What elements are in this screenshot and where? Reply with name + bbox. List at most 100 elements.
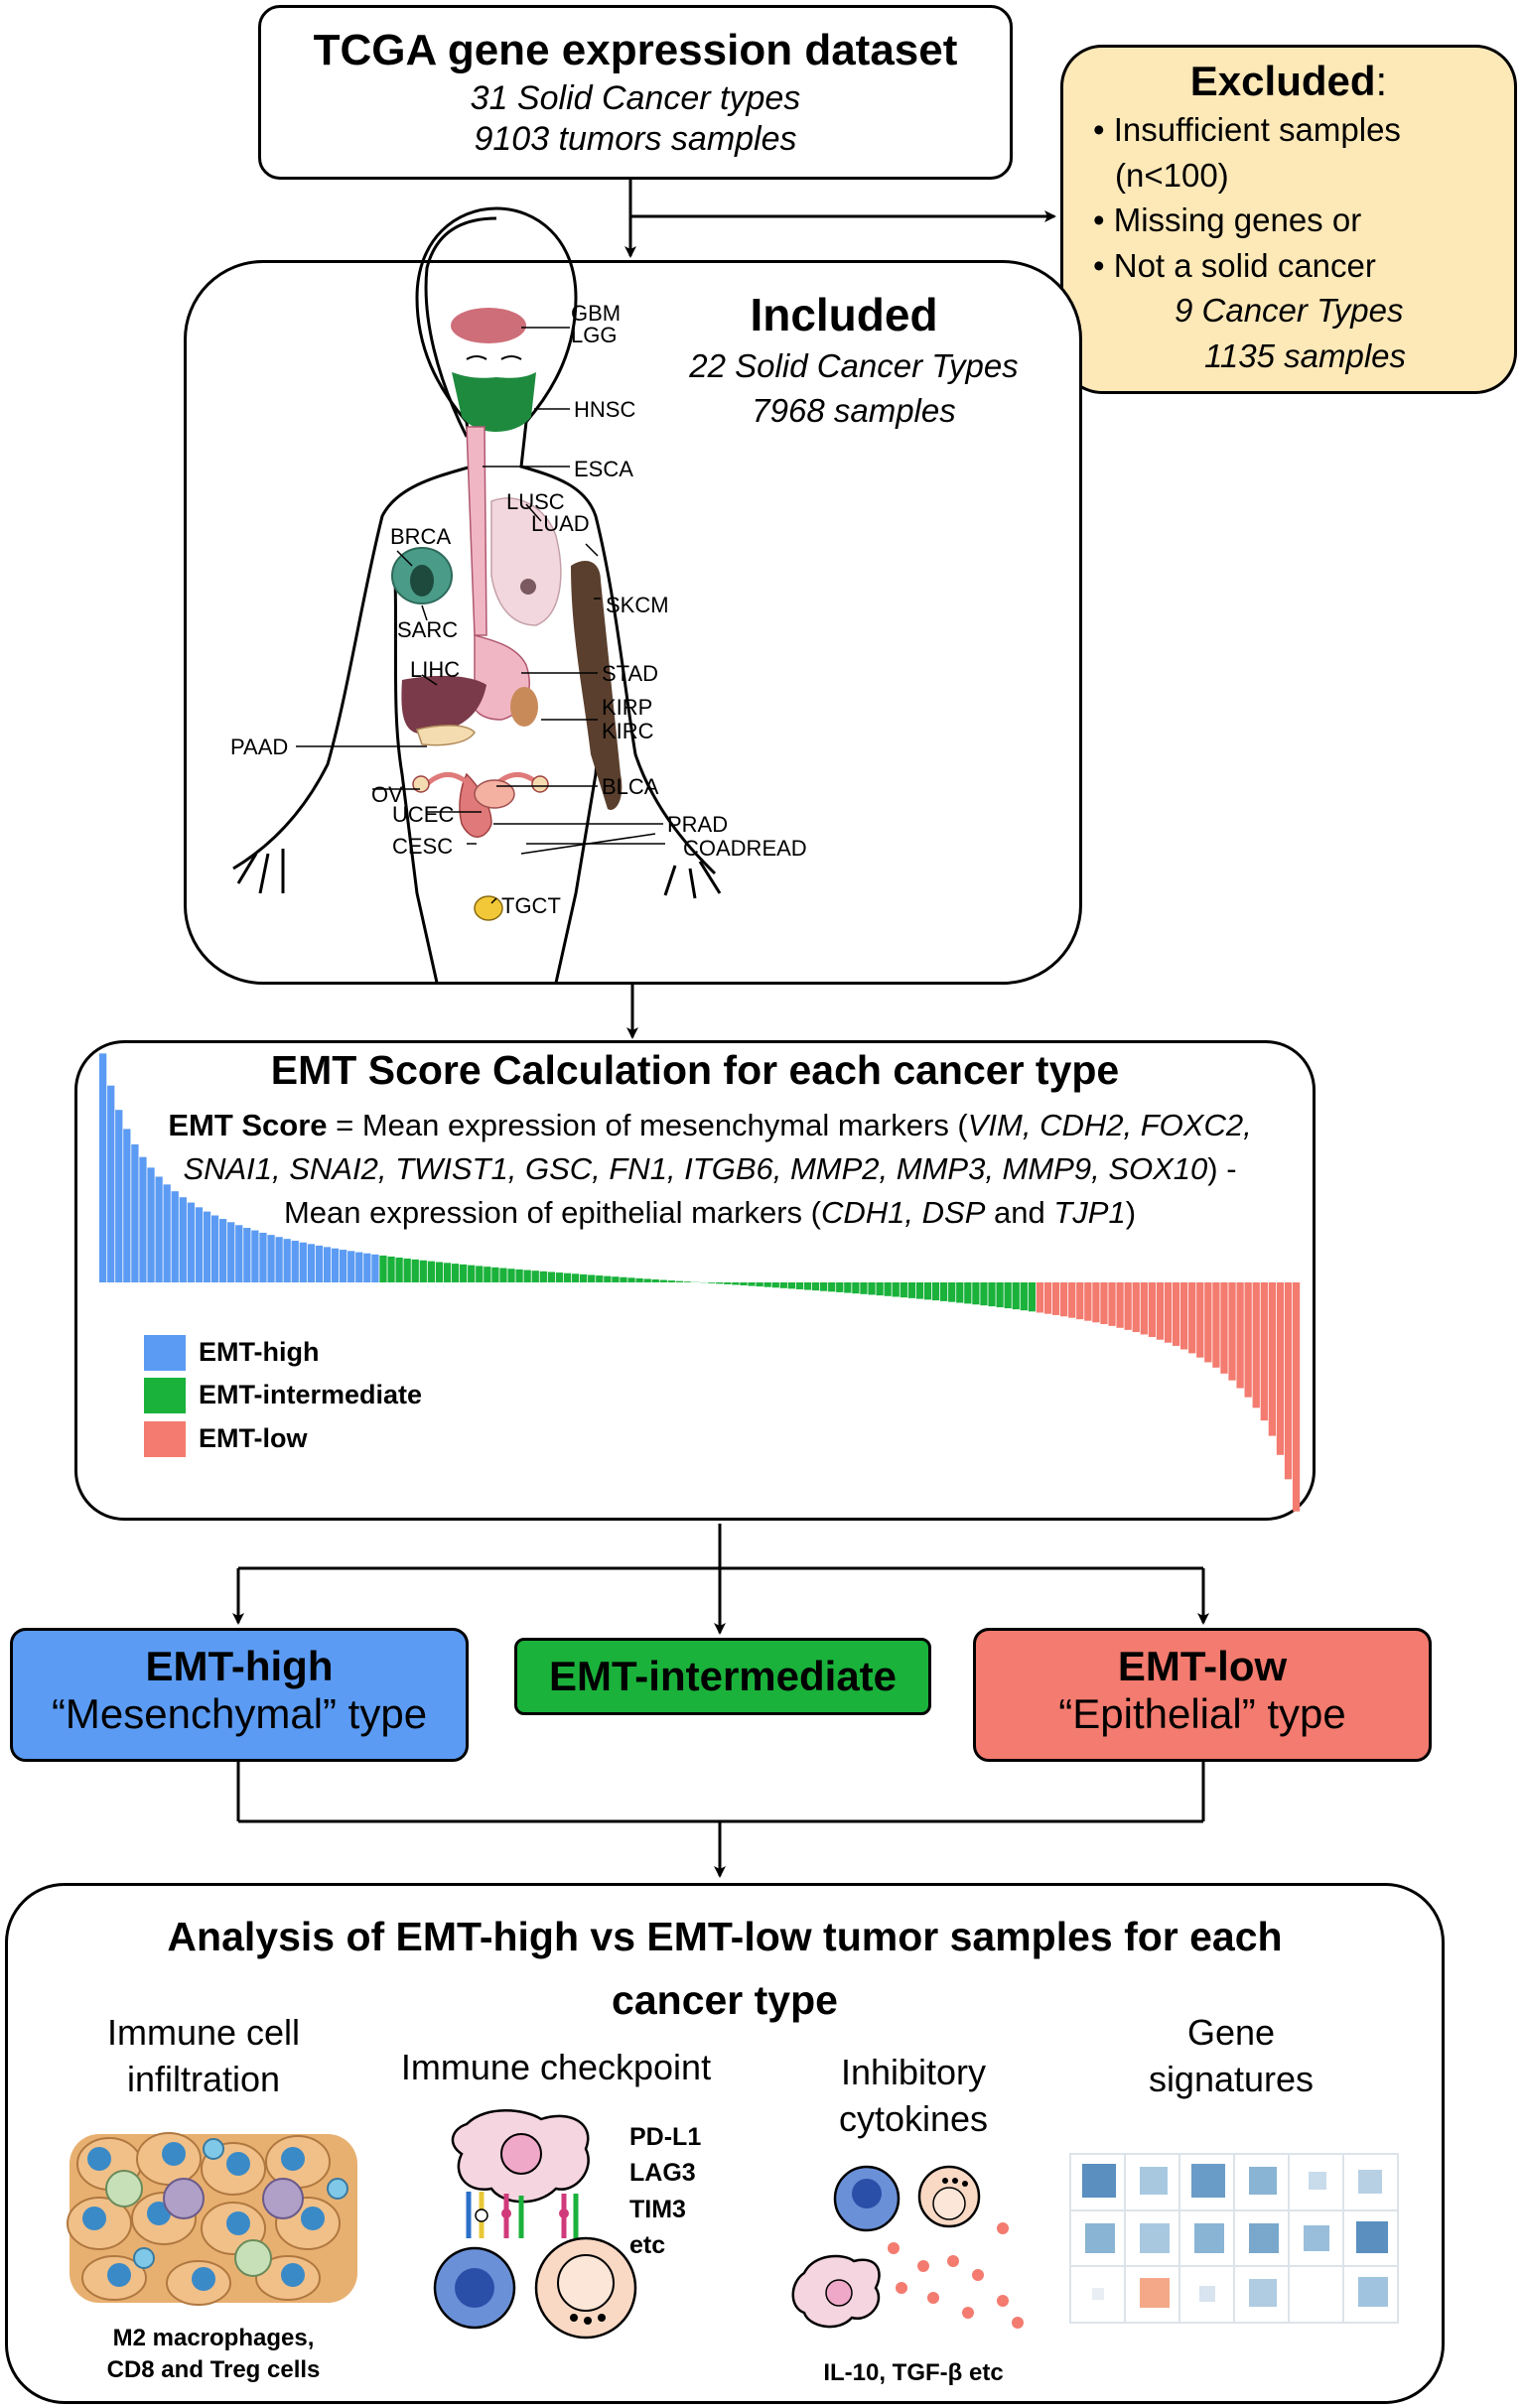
pancreas-organ — [416, 725, 476, 746]
waterfall-bar — [931, 1282, 940, 1301]
waterfall-bar — [307, 1244, 315, 1282]
waterfall-bar — [1196, 1282, 1204, 1358]
analysis-title: Analysis of EMT-high vs EMT-low tumor sa… — [5, 1906, 1445, 2032]
waterfall-bar — [988, 1282, 996, 1307]
waterfall-bar — [740, 1282, 748, 1286]
waterfall-bar — [1164, 1282, 1173, 1343]
legend-low-label: EMT-low — [199, 1423, 308, 1453]
waterfall-bar — [651, 1278, 659, 1282]
waterfall-bar — [299, 1242, 307, 1282]
waterfall-bar — [1116, 1282, 1124, 1328]
head-neck-organ — [452, 372, 536, 432]
waterfall-bar — [779, 1282, 787, 1288]
waterfall-bar — [539, 1271, 547, 1282]
label-tgct: TGCT — [501, 893, 561, 918]
waterfall-bar — [531, 1271, 539, 1282]
dataset-line2: 9103 tumors samples — [474, 120, 797, 158]
excluded-types: 9 Cancer Types — [1175, 292, 1404, 330]
waterfall-bar — [395, 1257, 403, 1282]
checkpoint-item: LAG3 — [629, 2159, 696, 2188]
waterfall-bar — [323, 1247, 332, 1282]
waterfall-bar — [547, 1271, 555, 1282]
waterfall-bar — [724, 1282, 732, 1284]
label-brca: BRCA — [390, 524, 452, 549]
emt-formula: EMT Score = Mean expression of mesenchym… — [99, 1104, 1320, 1235]
waterfall-bar — [515, 1269, 523, 1282]
waterfall-bar — [1148, 1282, 1156, 1337]
waterfall-bar — [243, 1228, 251, 1282]
waterfall-bar — [411, 1259, 419, 1282]
emt-title: EMT Score Calculation for each cancer ty… — [270, 1047, 1120, 1093]
waterfall-bar — [363, 1253, 371, 1282]
excluded-item-3: • Not a solid cancer — [1093, 246, 1376, 284]
waterfall-bar — [803, 1282, 812, 1290]
label-blca: BLCA — [602, 774, 659, 799]
waterfall-bar — [716, 1282, 724, 1284]
dataset-title: TCGA gene expression dataset — [313, 26, 958, 74]
emt-low-title: EMT-low — [1117, 1643, 1288, 1689]
emt-low-subtitle: “Epithelial” type — [1058, 1690, 1346, 1738]
waterfall-bar — [403, 1258, 411, 1282]
waterfall-bar — [1252, 1282, 1260, 1408]
waterfall-bar — [419, 1260, 427, 1282]
waterfall-bar — [996, 1282, 1004, 1308]
waterfall-bar — [1228, 1282, 1236, 1381]
waterfall-bar — [1108, 1282, 1116, 1326]
formula-epi-prefix: Mean expression of epithelial markers ( — [283, 1195, 821, 1231]
waterfall-bar — [523, 1270, 531, 1282]
label-lusc: LUSC — [506, 489, 565, 514]
immune-heading: Immune cell infiltration — [55, 2010, 352, 2103]
label-esca: ESCA — [574, 457, 633, 481]
emt-high-subtitle: “Mesenchymal” type — [51, 1690, 428, 1738]
waterfall-bar — [484, 1267, 491, 1282]
waterfall-bar — [948, 1282, 956, 1302]
label-sarc: SARC — [397, 617, 459, 642]
label-lgg: LGG — [571, 323, 618, 347]
waterfall-bar — [820, 1282, 828, 1291]
waterfall-bar — [1244, 1282, 1252, 1398]
emt-mid-box: EMT-intermediate — [514, 1638, 931, 1715]
formula-and: and — [985, 1195, 1054, 1231]
label-paad: PAAD — [230, 735, 289, 759]
waterfall-bar — [283, 1239, 291, 1282]
legend-mid-label: EMT-intermediate — [199, 1380, 423, 1409]
waterfall-bar — [1051, 1282, 1060, 1315]
label-gbm: GBM — [571, 301, 622, 326]
waterfall-bar — [1068, 1282, 1076, 1318]
excluded-item-1: • Insufficient samples — [1093, 111, 1401, 148]
waterfall-bar — [900, 1282, 907, 1298]
waterfall-bar — [347, 1251, 355, 1282]
waterfall-bar — [187, 1202, 195, 1282]
excluded-list: • Insufficient samples (n<100) • Missing… — [1093, 107, 1514, 378]
emt-low-box: EMT-low “Epithelial” type — [973, 1628, 1432, 1762]
waterfall-bar — [563, 1272, 572, 1282]
waterfall-bar — [1172, 1282, 1180, 1346]
waterfall-bar — [675, 1280, 684, 1282]
waterfall-bar — [940, 1282, 948, 1301]
waterfall-bar — [1028, 1282, 1036, 1312]
label-coadread: COADREAD — [683, 836, 807, 861]
waterfall-bar — [1284, 1282, 1293, 1480]
bladder-organ — [474, 779, 515, 809]
legend-low-swatch — [144, 1421, 186, 1457]
waterfall-bar — [868, 1282, 876, 1295]
waterfall-bar — [435, 1262, 444, 1282]
waterfall-bar — [115, 1110, 123, 1282]
liver-organ — [401, 675, 486, 735]
waterfall-bar — [787, 1282, 795, 1289]
checkpoint-illustration — [433, 2109, 637, 2340]
excluded-item-2: • Missing genes or — [1093, 201, 1362, 239]
waterfall-bar — [355, 1252, 363, 1282]
testis-organ — [474, 895, 503, 921]
waterfall-bar — [627, 1277, 635, 1282]
emt-mid-title: EMT-intermediate — [548, 1653, 898, 1699]
waterfall-bar — [499, 1268, 507, 1282]
legend-high-swatch — [144, 1335, 186, 1371]
checkpoint-list: PD-L1 LAG3 TIM3 etc — [629, 2119, 701, 2263]
waterfall-bar — [155, 1176, 163, 1282]
cytokine-heading: Inhibitory cytokines — [784, 2050, 1042, 2143]
legend-mid-swatch — [144, 1378, 186, 1413]
waterfall-bar — [379, 1255, 387, 1282]
